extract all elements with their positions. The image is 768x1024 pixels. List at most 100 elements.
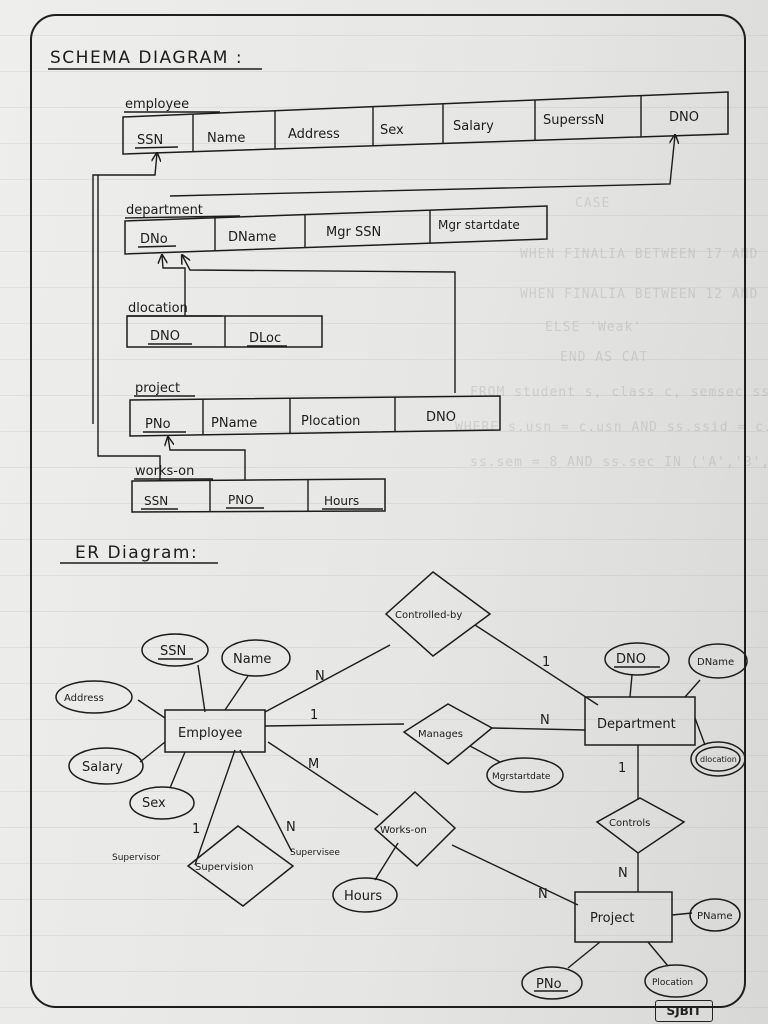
attribute-label: Salary — [82, 760, 123, 775]
cardinalities: N 1 1 N M N 1 N 1 N — [192, 655, 628, 902]
relationship-diamond — [384, 571, 492, 657]
attribute-salary: Salary — [68, 747, 144, 785]
attribute-ellipse — [141, 633, 209, 667]
fk-arrow-ssn-mgr — [92, 153, 157, 424]
table-outline — [129, 395, 501, 437]
bleed-through-text: CASE — [575, 196, 611, 211]
pk-underline — [137, 245, 177, 248]
entity-department: Department — [584, 696, 696, 746]
attr-dno: DNO — [669, 110, 699, 125]
edge — [647, 941, 669, 967]
relationship-diamond — [373, 790, 457, 868]
attr-plocation: Plocation — [301, 414, 360, 429]
attribute-mgrstartdate: Mgrstartdate — [486, 757, 564, 793]
er-connectors — [137, 624, 706, 969]
attribute-ellipse — [129, 786, 195, 820]
attribute-ellipse — [689, 898, 741, 932]
attribute-address: Address — [55, 680, 133, 714]
bleed-through-text: ss.sem = 8 AND ss.sec IN ('A','B','C') — [470, 455, 768, 470]
cardinality-label: N — [315, 669, 325, 684]
edge — [137, 699, 166, 719]
attr-pname: PName — [211, 416, 257, 431]
edge — [239, 749, 293, 853]
fk-arrow-dno-to-department — [169, 135, 675, 197]
attr-dname: DName — [228, 230, 276, 245]
edge — [264, 723, 405, 727]
attribute-ellipse — [55, 680, 133, 714]
relationship-label: Works-on — [380, 825, 427, 836]
attribute-ellipse — [221, 639, 291, 677]
attr-name: Name — [207, 131, 245, 146]
attribute-label: Sex — [142, 796, 166, 811]
attribute-ellipse — [521, 966, 583, 1000]
attribute-label: Name — [233, 652, 271, 667]
attribute-dno: DNO — [604, 642, 670, 676]
relationship-label: Controlled-by — [395, 610, 462, 621]
attr-address: Address — [288, 127, 340, 142]
entity-label: Department — [597, 717, 676, 732]
attribute-dname: DName — [688, 643, 748, 679]
attr-dloc: DLoc — [249, 331, 281, 346]
cardinality-label: 1 — [310, 708, 318, 723]
project-table: PNo PName Plocation DNO — [129, 395, 501, 437]
edge — [197, 664, 206, 713]
bleed-through-text: FROM student s, class c, semsec ss, iama… — [470, 385, 768, 400]
relationship-label: Supervision — [195, 862, 253, 873]
cardinality-label: N — [538, 887, 548, 902]
attribute-ellipse — [68, 747, 144, 785]
bleed-through-text: END AS CAT — [560, 350, 649, 365]
entity-label: Project — [590, 911, 634, 926]
relationship-manages: Manages — [402, 703, 494, 765]
attr-mgrstartdate: Mgr startdate — [438, 218, 520, 232]
attribute-ssn: SSN — [141, 633, 209, 667]
relationship-supervision: Supervision — [186, 825, 295, 907]
edge — [474, 624, 599, 706]
edge — [267, 741, 379, 816]
edge — [629, 674, 633, 698]
table-name-works-on: works-on — [135, 464, 194, 479]
entity-employee: Employee — [164, 709, 266, 753]
table-outline — [131, 478, 386, 513]
attr-salary: Salary — [453, 119, 494, 134]
attribute-ellipse-outer — [690, 741, 746, 777]
role-supervisee: Supervisee — [290, 848, 340, 858]
attribute-label: Mgrstartdate — [492, 772, 551, 782]
attribute-label: PNo — [536, 977, 562, 992]
attribute-label: PName — [697, 911, 733, 922]
attr-dno: DNO — [426, 410, 456, 425]
role-supervisor: Supervisor — [112, 853, 160, 863]
edge — [224, 675, 249, 711]
attr-pno: PNO — [228, 493, 254, 507]
attribute-ellipse-inner — [695, 746, 741, 772]
relationship-diamond — [595, 797, 686, 854]
table-name-project: project — [135, 381, 180, 396]
relationship-controlled-by: Controlled-by — [384, 571, 492, 657]
works-on-table: SSN PNO Hours — [131, 478, 386, 513]
edge — [374, 842, 399, 881]
cardinality-label: N — [618, 866, 628, 881]
edge — [684, 679, 701, 698]
attribute-label: Address — [64, 693, 104, 704]
bleed-through-text: WHEN FINALIA BETWEEN 17 AND 20 THEN 'Out… — [520, 247, 768, 262]
attr-dno: DNO — [150, 329, 180, 344]
cardinality-label: 1 — [618, 761, 626, 776]
cardinality-label: N — [286, 820, 296, 835]
attribute-label: dlocation — [700, 755, 737, 764]
table-outline — [126, 315, 323, 348]
entity-project: Project — [574, 891, 673, 943]
table-name-department: department — [126, 203, 203, 218]
attr-ssn: SSN — [144, 494, 168, 508]
edge — [491, 727, 586, 731]
table-name-dlocation: dlocation — [128, 301, 188, 316]
relationship-works-on: Works-on — [373, 790, 457, 868]
fk-arrow-project-dno — [182, 255, 456, 393]
pk-underline — [134, 146, 179, 149]
attr-sex: Sex — [380, 123, 404, 138]
edge — [139, 741, 166, 763]
er-title: ER Diagram: — [75, 543, 198, 563]
attribute-ellipse — [688, 643, 748, 679]
attribute-label: DName — [697, 657, 734, 668]
attribute-ellipse — [604, 642, 670, 676]
